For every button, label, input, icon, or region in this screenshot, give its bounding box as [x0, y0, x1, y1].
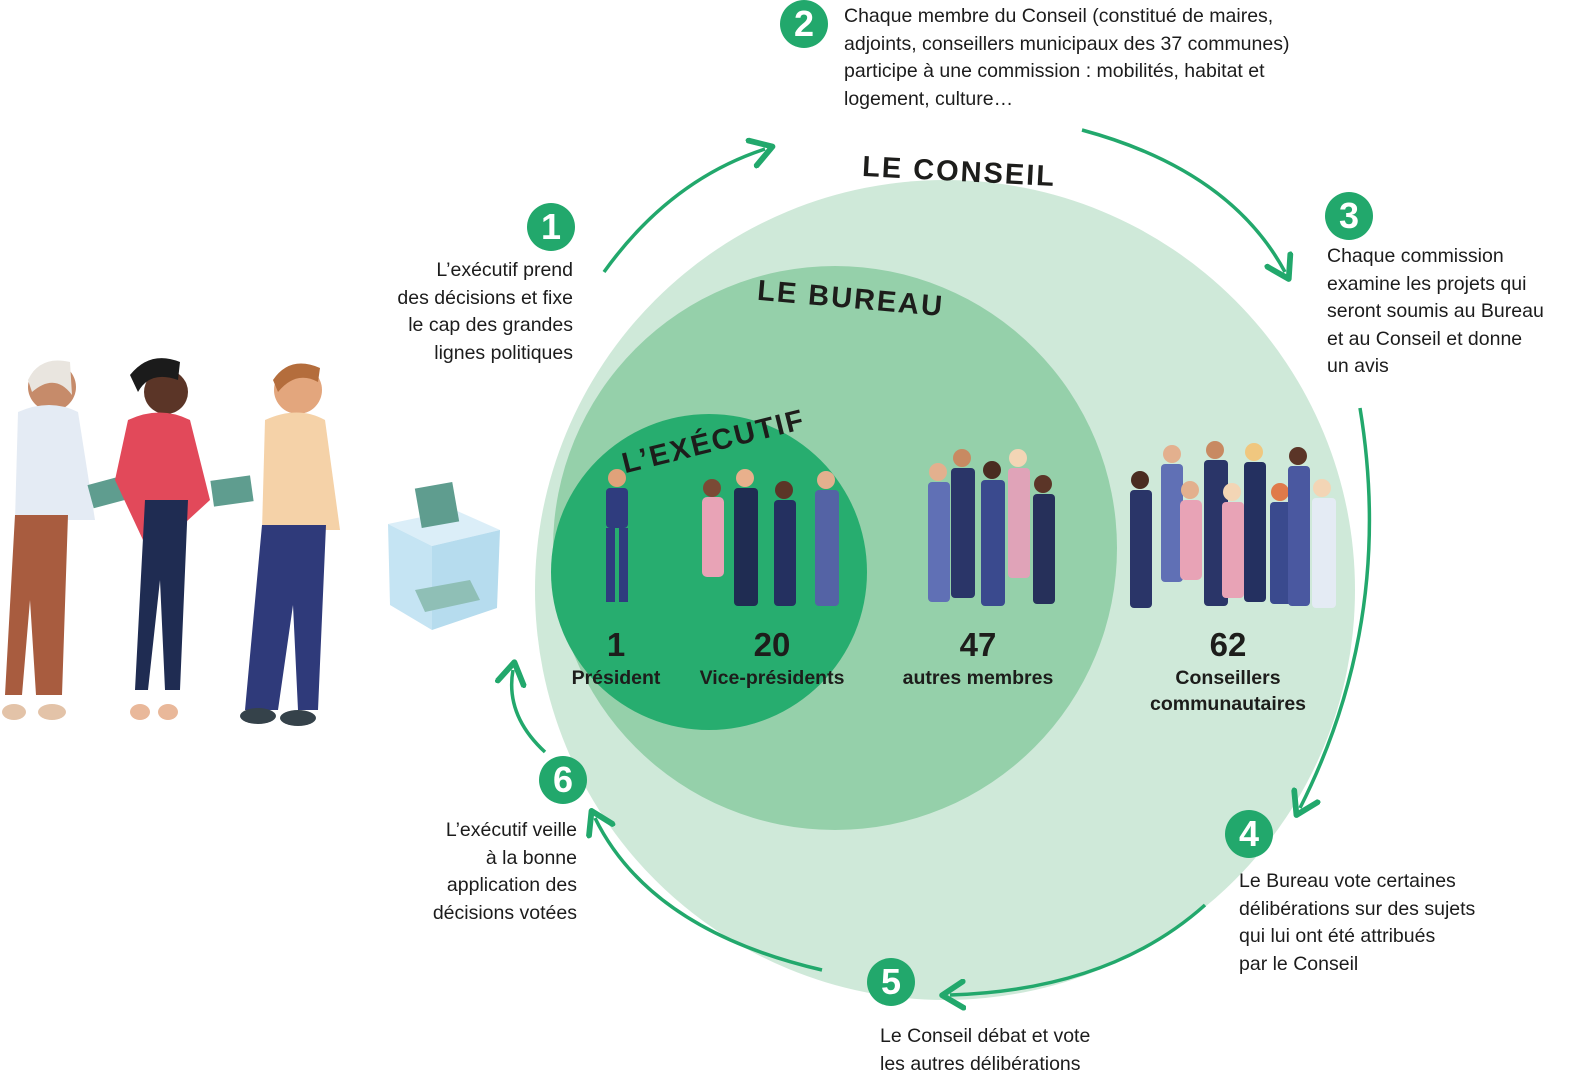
- councillors-label-line1: Conseillers: [1175, 667, 1281, 689]
- president-figure-icon: [606, 469, 628, 602]
- vice-presidents-group-icon: [702, 469, 839, 606]
- councillors-group-icon: [1130, 441, 1336, 608]
- step-4-line: par le Conseil: [1239, 952, 1359, 975]
- arrow-step2-to-step3: [1081, 128, 1285, 272]
- step-3-line: Chaque commission: [1327, 245, 1504, 267]
- step-1-line: lignes politiques: [434, 341, 573, 364]
- arrow-step4-to-step5: [950, 903, 1207, 995]
- step-6-line: L’exécutif veille: [445, 819, 577, 841]
- arrow-step3-to-step4: [1300, 407, 1372, 808]
- step-3-line: et au Conseil et donne: [1327, 327, 1523, 350]
- councillors-label-line2: communautaires: [1149, 693, 1307, 715]
- other-members-label: autres membres: [902, 667, 1054, 689]
- ballot-box-icon: [388, 482, 500, 630]
- step-6-badge: 6: [539, 756, 587, 804]
- arrow-step1-to-step2: [602, 149, 765, 274]
- step-6-line: décisions votées: [432, 901, 577, 924]
- step-3-line: seront soumis au Bureau: [1327, 300, 1544, 322]
- other-members-count: 47: [959, 626, 997, 663]
- voter-woman-pink-jacket-icon: [115, 358, 254, 720]
- step-1-line: L’exécutif prend: [436, 259, 573, 281]
- step-2-text: Chaque membre du Conseil (constitué de m…: [844, 3, 1364, 113]
- step-3-line: un avis: [1327, 355, 1389, 377]
- step-4-line: qui lui ont été attribués: [1239, 925, 1436, 947]
- president-count: 1: [606, 626, 626, 663]
- step-3-line: examine les projets qui: [1327, 272, 1527, 295]
- councillors-label: Conseillers communautaires: [1138, 665, 1318, 717]
- step-4-badge: 4: [1225, 810, 1273, 858]
- president-label: Président: [571, 667, 661, 689]
- step-1-line: le cap des grandes: [408, 314, 573, 336]
- arrow-step6-to-step1: [512, 670, 547, 754]
- other-members-group-icon: [928, 449, 1055, 606]
- vice-presidents-label: Vice-présidents: [699, 667, 845, 689]
- step-4-text: Le Bureau vote certaines délibérations s…: [1239, 868, 1539, 978]
- step-6-line: application des: [446, 874, 577, 896]
- arrow-step5-to-step6: [595, 818, 823, 972]
- step-3-badge: 3: [1325, 192, 1373, 240]
- step-5-text: Le Conseil débat et vote les autres déli…: [880, 1023, 1160, 1078]
- step-2-line: participe à une commission : mobilités, …: [844, 60, 1265, 82]
- step-4-line: Le Bureau vote certaines: [1239, 870, 1456, 892]
- step-2-line: Chaque membre du Conseil (constitué de m…: [844, 5, 1274, 27]
- vice-presidents-count: 20: [753, 626, 791, 663]
- voter-man-white-hair-icon: [2, 360, 129, 720]
- step-2-line: logement, culture…: [844, 87, 1014, 110]
- voter-man-beard-icon: [240, 363, 340, 726]
- step-5-line: Le Conseil débat et vote: [880, 1025, 1091, 1047]
- step-4-line: délibérations sur des sujets: [1239, 897, 1476, 920]
- step-6-line: à la bonne: [485, 846, 577, 869]
- step-1-badge: 1: [527, 203, 575, 251]
- councillors-count: 62: [1209, 626, 1247, 663]
- step-2-line: adjoints, conseillers municipaux des 37 …: [844, 32, 1290, 55]
- step-5-line: les autres délibérations: [880, 1052, 1081, 1075]
- step-3-text: Chaque commission examine les projets qu…: [1327, 243, 1575, 381]
- step-1-text: L’exécutif prend des décisions et fixe l…: [353, 257, 573, 367]
- step-5-badge: 5: [867, 958, 915, 1006]
- step-2-badge: 2: [780, 0, 828, 48]
- step-1-line: des décisions et fixe: [397, 286, 573, 309]
- step-6-text: L’exécutif veille à la bonne application…: [377, 817, 577, 927]
